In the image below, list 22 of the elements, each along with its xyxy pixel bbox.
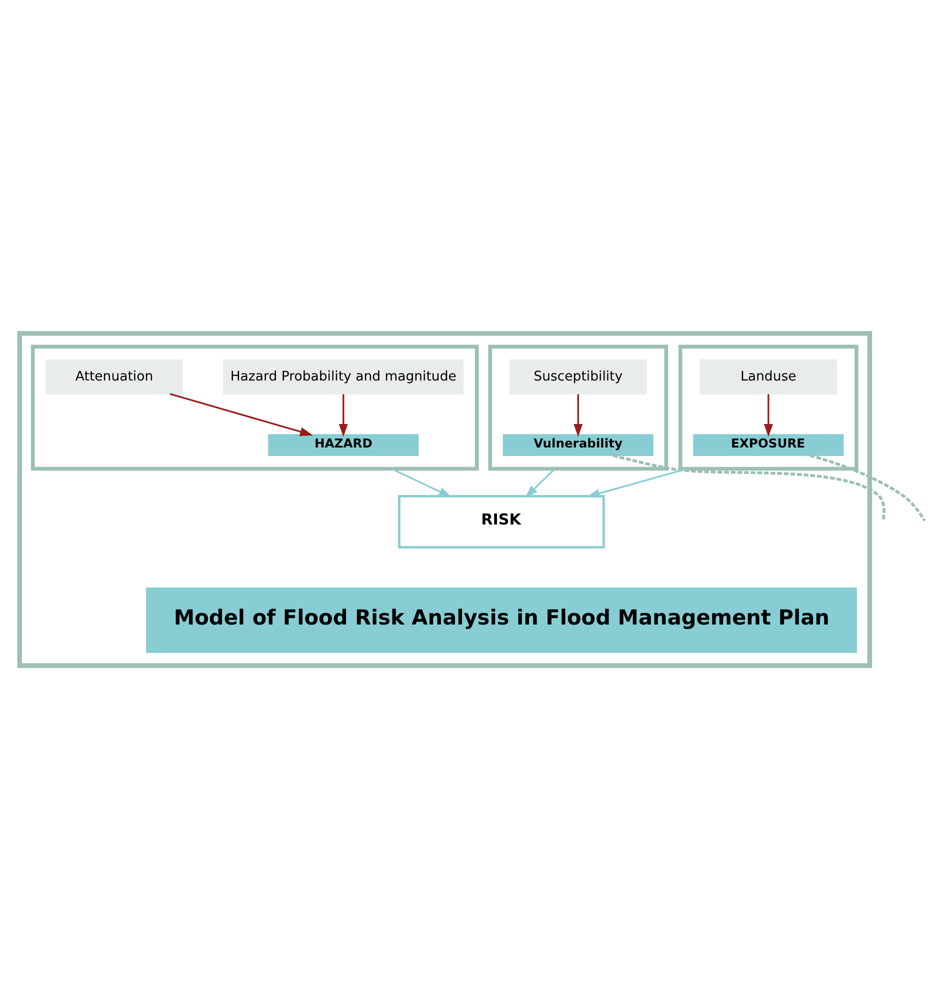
arrow xyxy=(338,394,348,437)
node-box: Landuse xyxy=(700,359,838,394)
node-box: HAZARD xyxy=(268,434,419,456)
arrow xyxy=(525,468,556,498)
node-box: Model of Flood Risk Analysis in Flood Management Plan xyxy=(146,588,857,653)
node-box: Hazard Probability and magnitude xyxy=(223,359,464,394)
arrow xyxy=(574,394,583,437)
arrow xyxy=(391,468,452,498)
node-box: EXPOSURE xyxy=(693,434,844,456)
arrow xyxy=(764,394,773,437)
connector xyxy=(612,454,886,522)
node-box: Attenuation xyxy=(46,359,183,394)
cluster xyxy=(678,344,858,471)
connector xyxy=(810,454,926,522)
arrow xyxy=(586,468,688,498)
arrow xyxy=(170,393,313,436)
node-box: Vulnerability xyxy=(502,434,654,456)
cluster xyxy=(30,344,479,471)
cluster xyxy=(488,344,668,471)
node-box: Susceptibility xyxy=(510,359,647,394)
cluster xyxy=(17,331,872,668)
node-box: RISK xyxy=(398,495,605,548)
